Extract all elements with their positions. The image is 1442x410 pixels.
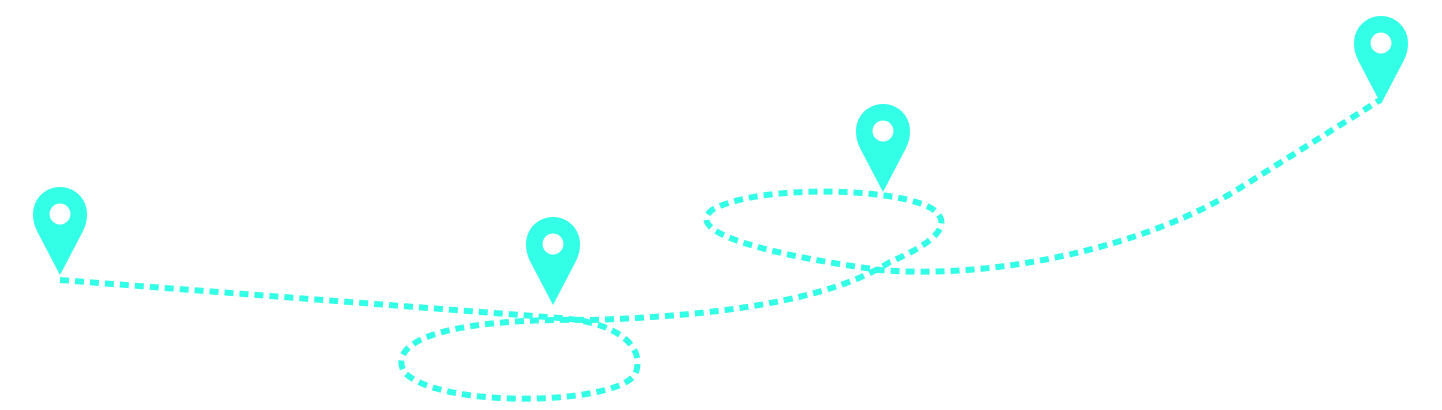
map-pin-icon (856, 104, 910, 192)
map-pin-icon (1354, 16, 1408, 104)
map-pin-icon (33, 187, 87, 275)
dashed-route-path (59, 97, 1382, 402)
map-pin-icon (526, 217, 580, 305)
